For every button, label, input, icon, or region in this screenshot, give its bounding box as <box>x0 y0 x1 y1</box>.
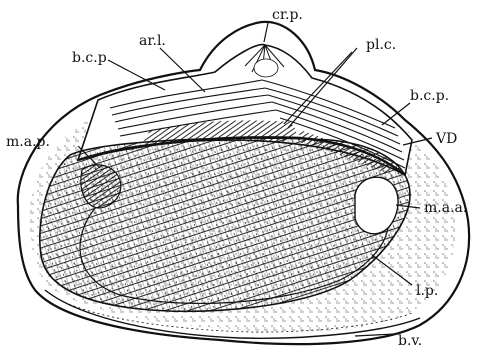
label-m-a-p: m.a.p. <box>6 134 50 150</box>
label-ar-l: ar.l. <box>139 33 166 49</box>
label-vd: VD <box>435 131 457 147</box>
posterior-muscle-scar <box>81 165 121 208</box>
label-pl-c: pl.c. <box>366 37 396 53</box>
label-b-c-p-left: b.c.p <box>72 50 107 66</box>
label-l-p: l.p. <box>416 283 438 299</box>
label-b-v: b.v. <box>398 333 422 349</box>
label-m-a-a: m.a.a. <box>424 200 467 216</box>
label-cr-p: cr.p. <box>272 7 303 23</box>
label-b-c-p-right: b.c.p. <box>410 88 449 104</box>
